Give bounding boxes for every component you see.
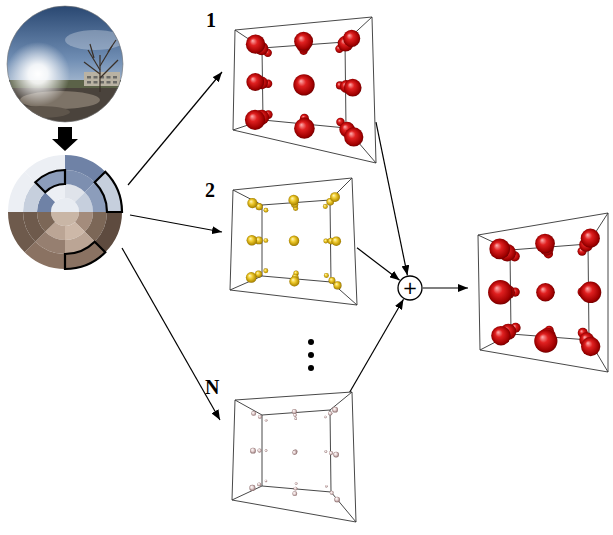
- light-sphere: [292, 450, 297, 455]
- light-volume: [230, 178, 357, 305]
- set-number: 1: [206, 10, 216, 30]
- ellipsis-dot: [308, 339, 314, 345]
- ellipsis-dot: [308, 352, 314, 358]
- light-sphere: [245, 110, 265, 130]
- light-sphere: [535, 234, 555, 254]
- fisheye-photo: [5, 4, 127, 138]
- light-sphere: [292, 409, 297, 414]
- down-arrow: [52, 127, 78, 151]
- light-sphere: [265, 449, 268, 452]
- light-sphere: [343, 30, 360, 47]
- light-set-box: 1: [233, 17, 376, 163]
- light-sphere: [323, 239, 328, 244]
- light-sphere: [330, 491, 334, 495]
- light-sphere: [323, 204, 328, 209]
- light-sphere: [344, 79, 362, 97]
- selected-region: [95, 172, 122, 212]
- sum-arrow: [350, 299, 404, 392]
- light-sphere: [246, 73, 264, 91]
- light-sphere: [295, 482, 298, 485]
- disk-sector: [8, 212, 35, 252]
- light-sphere: [491, 326, 511, 346]
- set-number: N: [205, 377, 219, 397]
- light-sphere: [581, 229, 600, 248]
- light-set-box: 2: [230, 178, 357, 305]
- light-sphere: [265, 419, 268, 422]
- disk-sector: [95, 172, 122, 212]
- light-sphere: [257, 482, 261, 486]
- sum-circle: +: [397, 275, 423, 301]
- arrow-line: [423, 287, 468, 288]
- light-sphere: [288, 195, 299, 206]
- light-sphere: [330, 192, 340, 202]
- light-sphere: [324, 450, 327, 453]
- segmented-disk: [8, 155, 122, 269]
- operator-symbol: +: [402, 279, 417, 297]
- light-sphere: [534, 329, 557, 352]
- light-sphere: [328, 411, 332, 415]
- light-sphere: [293, 487, 297, 491]
- selected-region: [35, 170, 65, 192]
- light-sphere: [581, 337, 600, 356]
- light-sphere: [263, 238, 268, 243]
- light-sphere: [488, 280, 513, 305]
- sum-arrow: [376, 122, 407, 275]
- light-volume: [232, 392, 356, 522]
- light-sphere: [258, 415, 262, 419]
- light-sphere: [246, 34, 265, 53]
- light-sphere: [247, 198, 257, 208]
- light-sphere: [294, 118, 315, 139]
- light-sphere: [536, 283, 554, 301]
- light-sphere: [334, 497, 340, 503]
- light-sphere: [344, 127, 363, 146]
- light-sphere: [333, 281, 341, 289]
- selected-region: [65, 242, 105, 269]
- photo-rim: [7, 6, 123, 122]
- light-sphere: [580, 282, 602, 304]
- light-sphere: [289, 276, 299, 286]
- light-sphere: [331, 236, 341, 246]
- arrow-line: [122, 248, 220, 420]
- light-sphere: [294, 417, 297, 420]
- arrow-line: [128, 72, 222, 185]
- light-sphere: [294, 32, 313, 51]
- light-sphere: [333, 452, 339, 458]
- light-sphere: [247, 235, 257, 245]
- light-sphere: [489, 239, 510, 260]
- light-sphere: [289, 236, 299, 246]
- light-set-box: N: [232, 392, 356, 522]
- light-sphere: [249, 485, 255, 491]
- light-sphere: [332, 407, 338, 413]
- light-sphere: [329, 277, 336, 284]
- sum-arrow: [357, 248, 400, 280]
- arrow-line: [130, 215, 222, 232]
- light-sphere: [325, 485, 327, 487]
- light-sphere: [324, 416, 327, 419]
- light-sphere: [250, 448, 256, 454]
- light-sphere: [251, 411, 256, 416]
- set-number: 2: [205, 180, 215, 200]
- light-sphere: [265, 480, 268, 483]
- disk-sector: [65, 242, 105, 269]
- light-volume: [478, 213, 608, 372]
- light-sphere: [257, 449, 261, 453]
- light-sphere: [293, 450, 297, 454]
- light-volume: [233, 17, 376, 163]
- light-sphere: [246, 272, 257, 283]
- disk-sector: [25, 155, 65, 182]
- light-sphere: [264, 208, 269, 213]
- light-sphere: [329, 451, 333, 455]
- light-sphere: [292, 491, 297, 496]
- light-sphere: [324, 273, 329, 278]
- light-sphere: [293, 74, 314, 95]
- ellipsis-dot: [308, 365, 314, 371]
- light-sphere: [263, 268, 268, 273]
